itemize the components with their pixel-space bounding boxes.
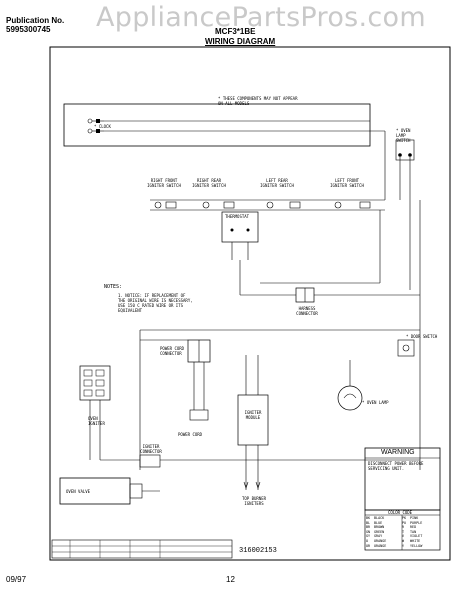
wire-code-cell: BROWN bbox=[374, 525, 385, 530]
wire-code-cell: BK bbox=[366, 516, 371, 520]
wire-code-cell: ORANGE bbox=[374, 538, 387, 543]
igniter-switches bbox=[150, 199, 385, 211]
oven-valve bbox=[59, 477, 160, 505]
thermostat bbox=[221, 211, 259, 260]
clock-label: * CLOCK bbox=[94, 124, 111, 129]
power-cord-label: POWER CORD bbox=[178, 432, 203, 437]
publication-label: Publication No. bbox=[6, 16, 65, 25]
left-front-switch bbox=[334, 201, 371, 209]
thermostat-label: THERMOSTAT bbox=[225, 214, 250, 219]
left-front-label: LEFT FRONT IGNITER SWITCH bbox=[330, 178, 364, 188]
oven-valve-label: OVEN VALVE bbox=[66, 489, 91, 494]
wire-code-cell: RED bbox=[410, 525, 417, 530]
power-cord-connector bbox=[187, 339, 211, 421]
wire-code-row: O ORANGE W WHITE bbox=[366, 539, 440, 544]
wire-code-cell: BR bbox=[366, 525, 371, 530]
harness-connector bbox=[239, 210, 420, 303]
left-rear-switch bbox=[266, 201, 301, 209]
wire-code-cell: PURPLE bbox=[410, 520, 423, 525]
footer-page: 12 bbox=[226, 575, 235, 584]
right-front-switch bbox=[154, 201, 177, 209]
wire-code-cell: PINK bbox=[410, 516, 419, 520]
oven-lamp-switch bbox=[395, 139, 415, 290]
wire-code-cell: OR bbox=[366, 543, 371, 548]
right-rear-label: RIGHT REAR IGNITER SWITCH bbox=[192, 178, 226, 188]
wire-code-cell: GN bbox=[366, 529, 371, 534]
oven-lamp-switch-label: * OVEN LAMP SWITCH bbox=[396, 128, 411, 143]
oven-igniter-label: OVEN IGNITER bbox=[88, 416, 105, 426]
oven-igniter bbox=[79, 365, 111, 460]
right-front-label: RIGHT FRONT IGNITER SWITCH bbox=[147, 178, 181, 188]
clock-terminals bbox=[87, 118, 104, 134]
igniter-module-label: IGNITER MODULE bbox=[244, 410, 262, 420]
wire-code-cell: O bbox=[366, 538, 369, 543]
wire-code-cell: Y bbox=[402, 543, 405, 548]
diagram-frame bbox=[49, 46, 451, 561]
watermark: AppliancePartsPros.com bbox=[96, 2, 426, 33]
wire-code-table bbox=[364, 509, 441, 551]
wire-code-title: COLOR CODE bbox=[388, 510, 413, 515]
note-1: 1. NOTICE: IF REPLACEMENT OF THE ORIGINA… bbox=[118, 293, 193, 313]
wire-code-cell: WHITE bbox=[410, 538, 421, 543]
door-switch bbox=[397, 339, 415, 357]
notes-title: NOTES: bbox=[104, 284, 123, 290]
warning-text: DISCONNECT POWER BEFORE SERVICING UNIT. bbox=[368, 461, 424, 471]
wire-code-cell: PU bbox=[402, 520, 407, 525]
wire-code-cell: VIOLET bbox=[410, 534, 423, 539]
wire-code-cell: BL bbox=[366, 520, 371, 525]
right-rear-switch bbox=[202, 201, 235, 209]
revision-table bbox=[51, 539, 233, 559]
left-rear-label: LEFT REAR IGNITER SWITCH bbox=[260, 178, 294, 188]
wire-code-cell: V bbox=[402, 534, 405, 539]
igniter-connector bbox=[100, 454, 420, 468]
asterisk-note: * THESE COMPONENTS MAY NOT APPEAR ON ALL… bbox=[218, 96, 298, 106]
wire-code-cell: ORANGE bbox=[374, 543, 387, 548]
wire-code-cell: GY bbox=[366, 534, 371, 539]
model-number: MCF3*1BE bbox=[215, 27, 256, 36]
wire-code-cell: W bbox=[402, 538, 405, 543]
oven-lamp bbox=[337, 360, 363, 411]
wire-code-cell: BLACK bbox=[374, 516, 385, 520]
clock-box bbox=[63, 103, 371, 147]
power-cord-connector-label: POWER CORD CONNECTOR bbox=[160, 346, 185, 356]
wire-code-cell: GREEN bbox=[374, 529, 385, 534]
wire-code-cell: TAN bbox=[410, 529, 417, 534]
wire-code-cell: YELLOW bbox=[410, 543, 423, 548]
door-switch-label: * DOOR SWITCH bbox=[406, 334, 438, 339]
wire-code-cell: GRAY bbox=[374, 534, 383, 539]
harness-connector-label: HARNESS CONNECTOR bbox=[296, 306, 318, 316]
oven-lamp-label: * OVEN LAMP bbox=[362, 400, 389, 405]
diagram-title: WIRING DIAGRAM bbox=[205, 37, 276, 46]
part-number: 316002153 bbox=[239, 547, 277, 555]
top-burner-label: TOP BURNER IGNITERS bbox=[241, 496, 267, 506]
wire-code-cell: PK bbox=[402, 516, 407, 520]
footer-date: 09/97 bbox=[6, 575, 27, 584]
igniter-connector-label: IGNITER CONNECTOR bbox=[140, 444, 162, 454]
publication-number: 5995300745 bbox=[6, 25, 51, 34]
wire-code-cell: BLUE bbox=[374, 520, 383, 525]
warning-title: WARNING bbox=[381, 449, 415, 456]
igniter-module bbox=[237, 355, 269, 490]
wire-code-cell: T bbox=[402, 529, 405, 534]
wire-code-cell: R bbox=[402, 525, 405, 530]
